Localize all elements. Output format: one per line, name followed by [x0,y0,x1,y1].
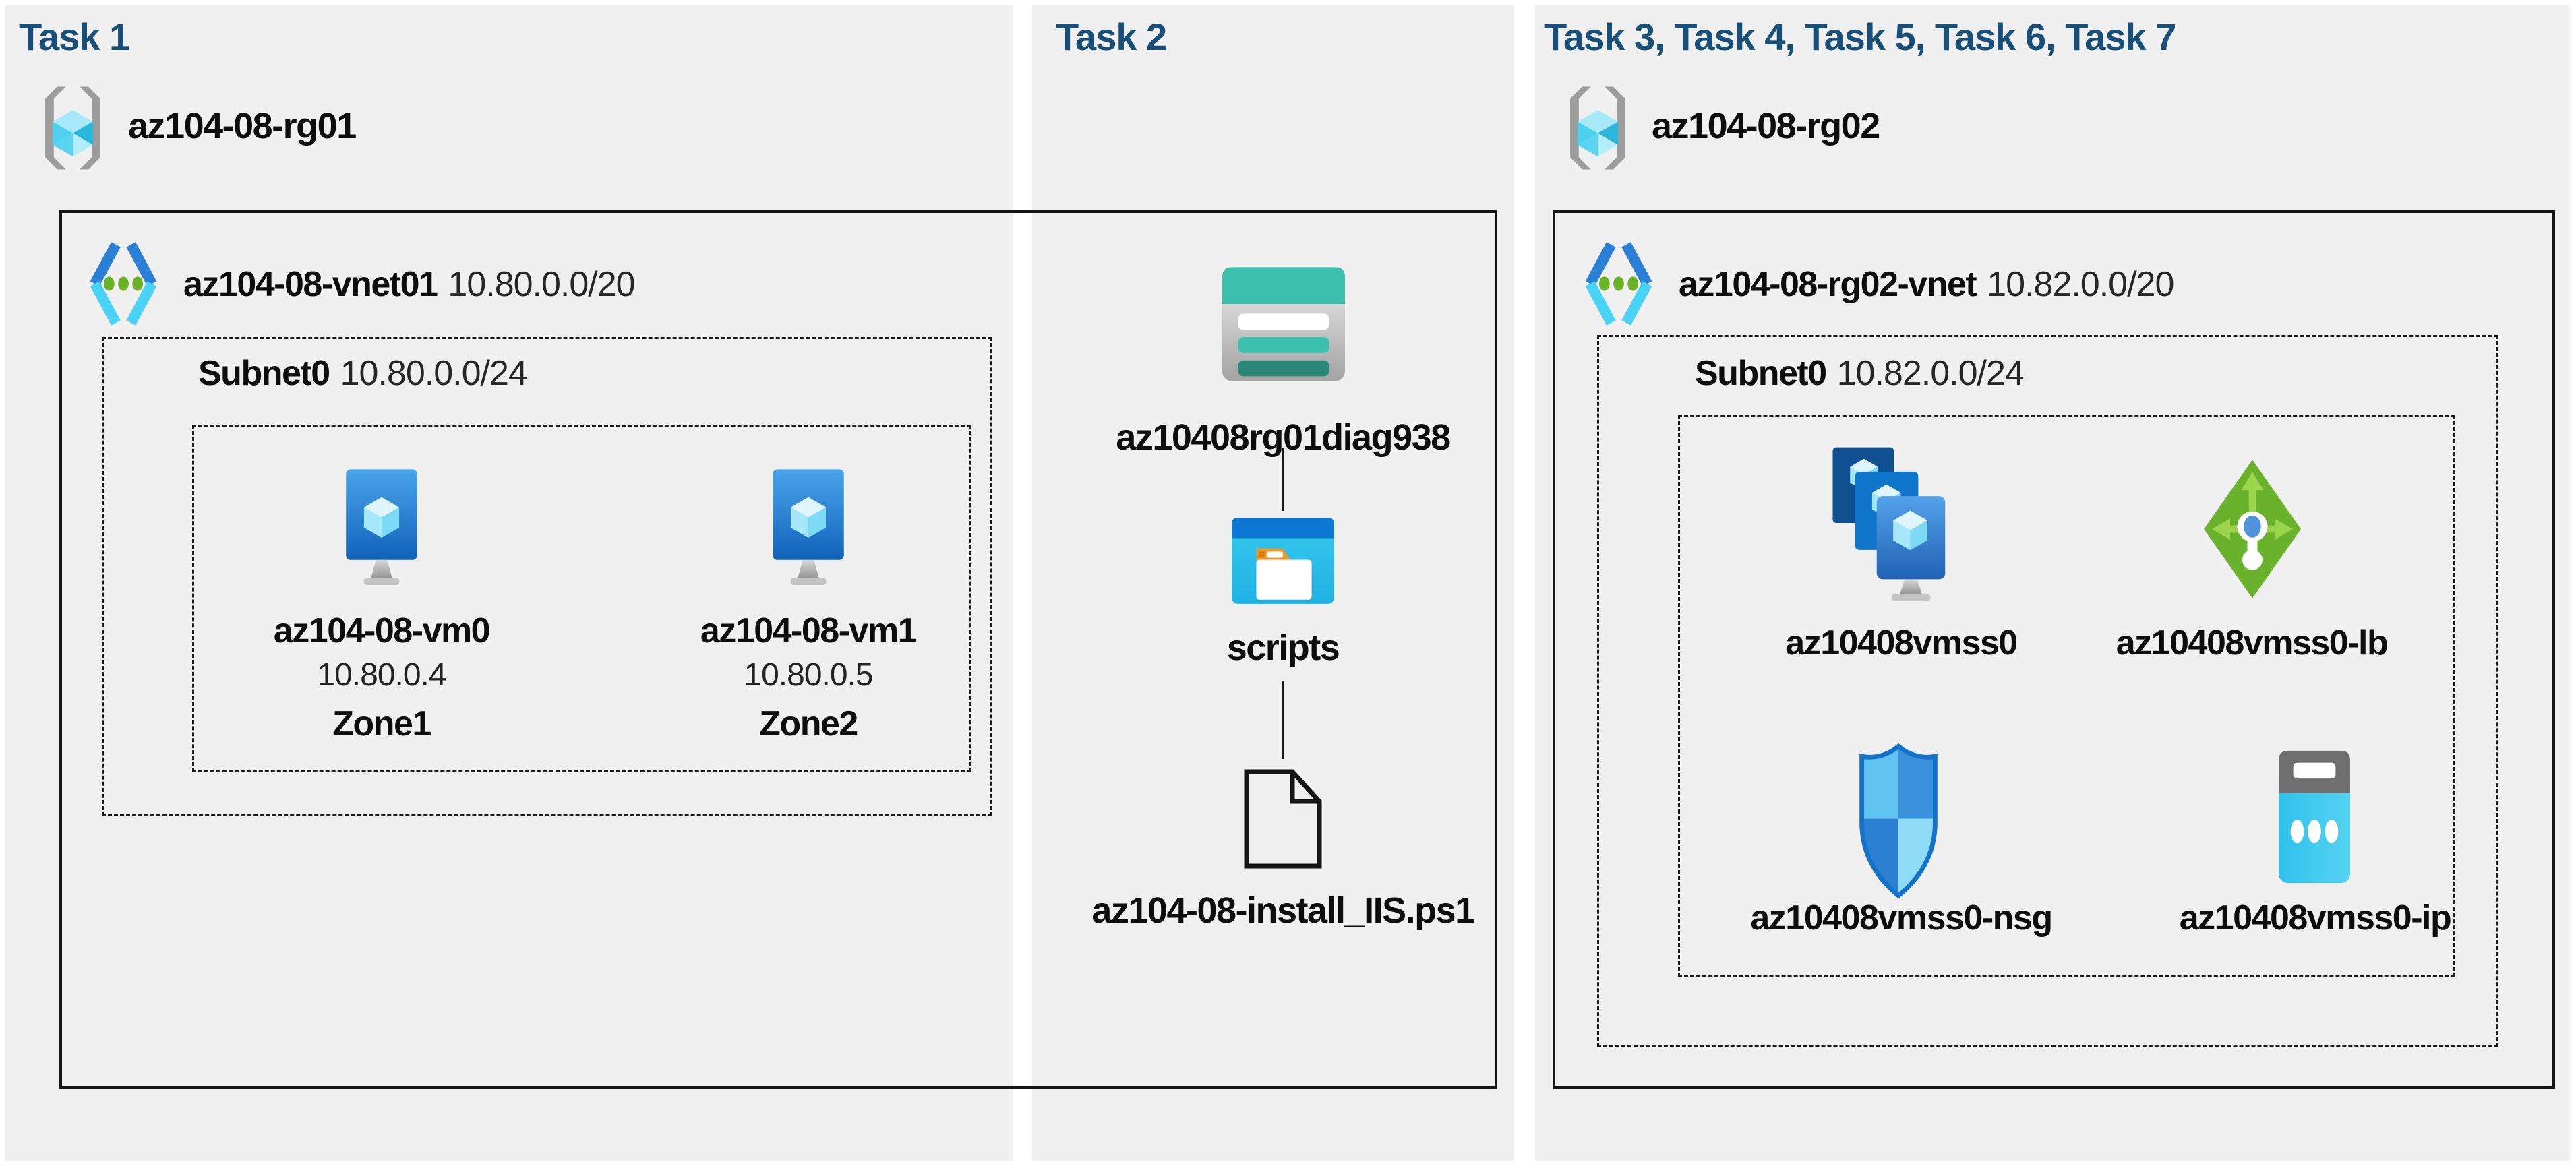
task3-panel [1535,5,2570,1161]
task3-heading: Task 3, Task 4, Task 5, Task 6, Task 7 [1544,16,2176,58]
storage-account-icon [1222,267,1345,381]
resource-group-icon [45,86,100,170]
vm-group-box [192,425,971,772]
virtual-machine-icon [346,469,417,585]
subnet0-box-task1 [102,337,992,816]
subnet0-name: Subnet0 [198,354,330,393]
vm0-ip: 10.80.0.4 [317,657,446,693]
vm0-name: az104-08-vm0 [273,611,491,650]
subnet0-name-task3: Subnet0 [1695,354,1827,393]
lb-label: az10408vmss0-lb [2116,623,2389,663]
vnet01-name: az104-08-vnet01 [183,265,438,304]
vm1-name: az104-08-vm1 [700,611,918,650]
task1-heading: Task 1 [19,16,130,58]
rg01-label: az104-08-rg01 [128,106,357,146]
vm1-ip: 10.80.0.5 [744,657,873,693]
nsg-label: az10408vmss0-nsg [1750,898,2053,938]
vm-scale-set-icon [1832,447,1946,601]
connector-storage-to-scripts [1282,448,1284,511]
subnet0-cidr-task3: 10.82.0.0/24 [1836,354,2025,393]
rg02-label: az104-08-rg02 [1652,106,1880,146]
network-security-group-icon [1859,743,1938,899]
rg02-vnet-box [1553,210,2555,1089]
vmss-group-box [1678,415,2455,977]
vm0-zone: Zone1 [332,704,431,743]
rg02-vnet-label: az104-08-rg02-vnet 10.82.0.0/20 [1679,264,2174,305]
file-icon [1244,769,1322,869]
rg02-vnet-name: az104-08-rg02-vnet [1679,265,1977,304]
vmss-label: az10408vmss0 [1785,623,2018,663]
subnet0-box-task3 [1597,335,2498,1047]
virtual-network-icon [1585,242,1652,326]
virtual-machine-icon [773,469,844,585]
scripts-container-label: scripts [1226,627,1340,668]
vnet01-label: az104-08-vnet01 10.80.0.0/20 [183,264,636,305]
vnet01-box [59,210,1497,1089]
task1-panel [5,5,1013,1161]
blob-container-icon [1232,518,1334,604]
public-ip-icon [2279,750,2350,884]
virtual-network-icon [90,242,157,326]
resource-group-icon [1570,86,1625,170]
load-balancer-icon [2204,460,2301,599]
install-iis-file-label: az104-08-install_IIS.ps1 [1091,890,1475,931]
connector-scripts-to-file [1282,681,1284,759]
public-ip-label: az10408vmss0-ip [2179,898,2452,938]
task2-heading: Task 2 [1056,16,1167,58]
subnet0-label-task1: Subnet0 10.80.0.0/24 [198,353,528,394]
subnet0-cidr: 10.80.0.0/24 [340,354,528,393]
vnet01-cidr: 10.80.0.0/20 [448,265,635,304]
vm1-zone: Zone2 [759,704,858,743]
rg02-vnet-cidr: 10.82.0.0/20 [1987,265,2174,304]
